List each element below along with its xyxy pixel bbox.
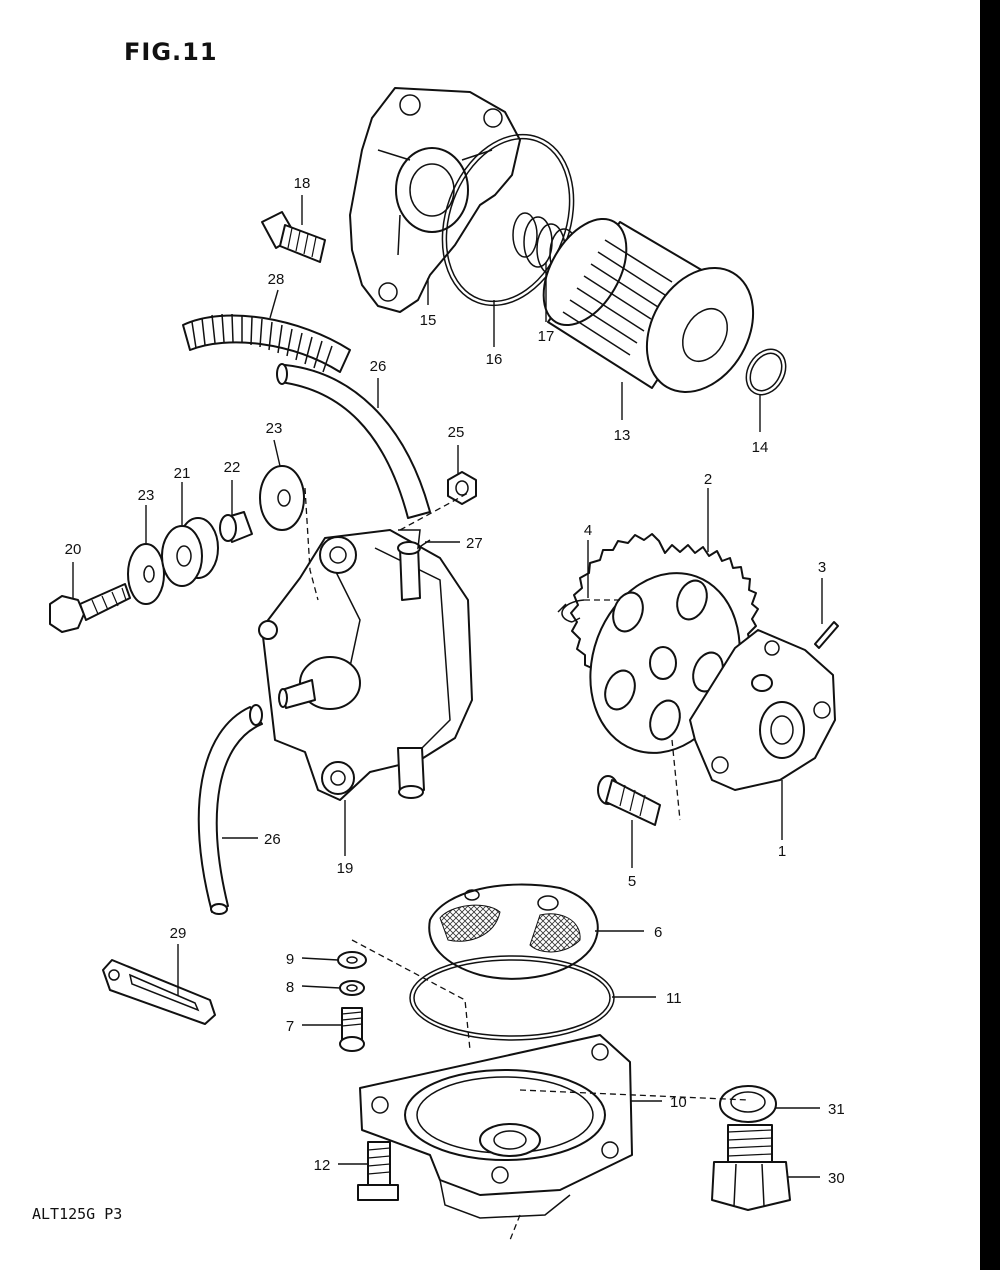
scan-edge-border: [980, 0, 1000, 1270]
callout-19: 19: [337, 860, 354, 877]
callout-23-upper: 23: [266, 420, 283, 437]
part-30-drain-plug: [711, 1124, 791, 1211]
part-26-hose: [197, 704, 263, 915]
part-4-circlip: [557, 599, 585, 623]
part-18-bolt: [261, 211, 326, 263]
callout-12: 12: [314, 1157, 331, 1174]
callout-13: 13: [614, 427, 631, 444]
part-9-washer: [337, 951, 367, 969]
part-14-o-ring: [745, 348, 787, 396]
part-22-collar: [219, 511, 253, 543]
callout-2: 2: [704, 471, 712, 488]
part-15-filter-cap: [349, 87, 521, 313]
part-20-bolt: [49, 583, 131, 633]
part-31-gasket: [719, 1085, 777, 1123]
part-21-grommet: [161, 517, 219, 587]
part-1-oil-pump: [689, 629, 836, 791]
callout-21: 21: [174, 465, 191, 482]
part-27-clip: [398, 529, 431, 550]
part-2-gear: [570, 533, 759, 754]
callout-28: 29: [170, 925, 187, 942]
callout-24: 25: [448, 424, 465, 441]
leader-lines: [72, 195, 823, 1178]
part-13-oil-filter: [542, 217, 755, 393]
part-5-bolt: [597, 775, 661, 826]
figure-title: FIG.11: [124, 38, 218, 66]
callout-14: 14: [752, 439, 769, 456]
part-24-nut: [447, 471, 477, 505]
callout-8: 8: [286, 979, 294, 996]
callout-26: 26: [264, 831, 281, 848]
callout-9: 9: [286, 951, 294, 968]
callout-10: 10: [670, 1094, 687, 1111]
callout-4: 4: [584, 522, 592, 539]
callout-7: 7: [286, 1018, 294, 1035]
callout-25: 26: [370, 358, 387, 375]
callout-numbers: 18 28 15 16 17 13 14 26 25 23 22 21 23 2…: [65, 175, 845, 1187]
part-28-bracket: [102, 959, 216, 1025]
part-25-hose: [276, 363, 431, 519]
footer-model-code: ALT125G P3: [32, 1205, 123, 1223]
callout-18: 18: [294, 175, 311, 192]
callout-3: 3: [818, 559, 826, 576]
callout-30: 30: [828, 1170, 845, 1187]
callout-6: 6: [654, 924, 662, 941]
callout-27: 27: [466, 535, 483, 552]
callout-29: 28: [268, 271, 285, 288]
part-23-washer-a: [127, 543, 165, 605]
part-19-fuel-pump: [258, 529, 473, 801]
callout-5: 5: [628, 873, 636, 890]
callout-1: 1: [778, 843, 786, 860]
callout-11: 11: [666, 990, 682, 1007]
part-7-bolt: [339, 1007, 365, 1052]
callout-31: 31: [828, 1101, 845, 1118]
part-8-lock-washer: [339, 980, 365, 996]
callout-23-lower: 23: [138, 487, 155, 504]
part-29-spring-wrap: [182, 313, 351, 373]
part-10-strainer-cover: [359, 1034, 633, 1219]
callout-16: 16: [486, 351, 503, 368]
callout-20: 20: [65, 541, 82, 558]
part-11-o-ring: [409, 955, 615, 1041]
callout-15: 15: [420, 312, 437, 329]
assembly-dash-lines: [304, 487, 749, 1241]
part-3-pin: [814, 621, 839, 649]
callout-17: 17: [538, 328, 555, 345]
part-12-bolt: [357, 1141, 399, 1201]
part-6-oil-strainer: [428, 883, 599, 980]
callout-22: 22: [224, 459, 241, 476]
part-23-washer-b: [259, 465, 305, 531]
